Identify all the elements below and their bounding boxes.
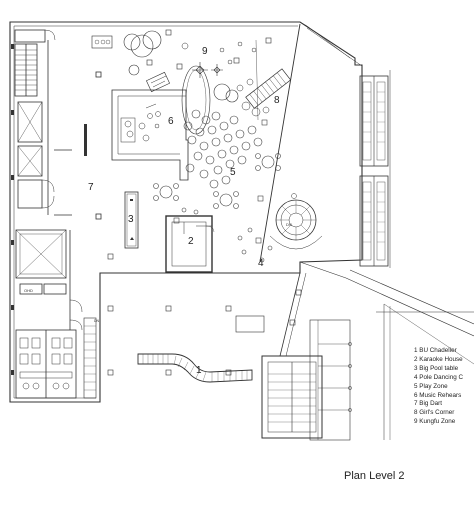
legend-item-8: 8 Girl's Corner bbox=[414, 409, 455, 417]
legend-item-1: 1 BU Chadelier bbox=[414, 347, 457, 354]
zone-2-karaoke-house bbox=[165, 215, 215, 273]
plan-caption: Plan Level 2 bbox=[344, 470, 405, 482]
lower-right-stair-core bbox=[261, 319, 352, 441]
zone-number-5: 5 bbox=[230, 167, 236, 178]
curtain-wall-bridge bbox=[279, 261, 347, 357]
lower-stair-strip: DN bbox=[83, 317, 100, 399]
legend-item-7: 7 Big Dart bbox=[414, 400, 442, 408]
escalators bbox=[359, 70, 391, 268]
legend-item-9: 9 Kungfu Zone bbox=[414, 418, 456, 426]
zone-number-2: 2 bbox=[188, 236, 194, 247]
zone-4-pole-dancing: DN bbox=[237, 193, 323, 263]
zone-numbers: 1 2 3 4 5 6 7 8 9 bbox=[88, 46, 280, 376]
zone-number-1: 1 bbox=[196, 365, 202, 376]
legend-item-2: 2 Karaoke House bbox=[414, 355, 463, 363]
zone-1-bu-chandelier bbox=[137, 353, 253, 383]
spiral-stair-dn-label: DN bbox=[286, 222, 292, 227]
cabinet-label: OHD bbox=[24, 288, 33, 293]
atrium-edge bbox=[306, 27, 474, 440]
zone-number-3: 3 bbox=[128, 214, 134, 225]
zone-number-4: 4 bbox=[258, 258, 264, 269]
zone-legend: 1 BU Chadelier 2 Karaoke House 3 Big Poo… bbox=[414, 347, 472, 427]
zone-9-kungfu bbox=[91, 29, 272, 103]
zone-number-9: 9 bbox=[202, 46, 208, 57]
zone-6-music-rehearsal bbox=[111, 65, 211, 181]
column-grid bbox=[107, 253, 265, 376]
lower-stair-dn-label: DN bbox=[94, 319, 100, 323]
legend-item-6: 6 Music Rehears bbox=[414, 391, 462, 399]
building-outline bbox=[9, 21, 363, 403]
zone-number-7: 7 bbox=[88, 182, 94, 193]
zone-number-6: 6 bbox=[168, 116, 174, 127]
left-service-core: OHD bbox=[11, 29, 83, 399]
zone-number-8: 8 bbox=[274, 95, 280, 106]
legend-item-5: 5 Play Zone bbox=[414, 382, 448, 390]
zone-5-play-zone bbox=[153, 109, 281, 224]
zone-7-big-dart bbox=[84, 71, 102, 220]
zone-8-girls-corner bbox=[241, 68, 292, 117]
diagonal-partition bbox=[255, 23, 301, 263]
legend-item-3: 3 Big Pool table bbox=[414, 364, 459, 372]
zone-3-big-pool-table bbox=[124, 191, 139, 249]
legend-item-4: 4 Pole Dancing C bbox=[414, 373, 464, 381]
